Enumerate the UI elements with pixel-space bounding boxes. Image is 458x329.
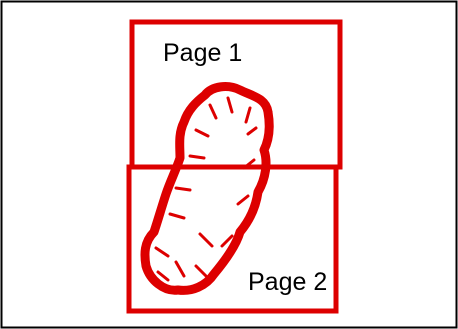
page-1-label: Page 1 bbox=[163, 39, 242, 67]
region-outline bbox=[145, 87, 269, 291]
page-2-label: Page 2 bbox=[248, 268, 327, 296]
region-shape bbox=[145, 87, 269, 291]
